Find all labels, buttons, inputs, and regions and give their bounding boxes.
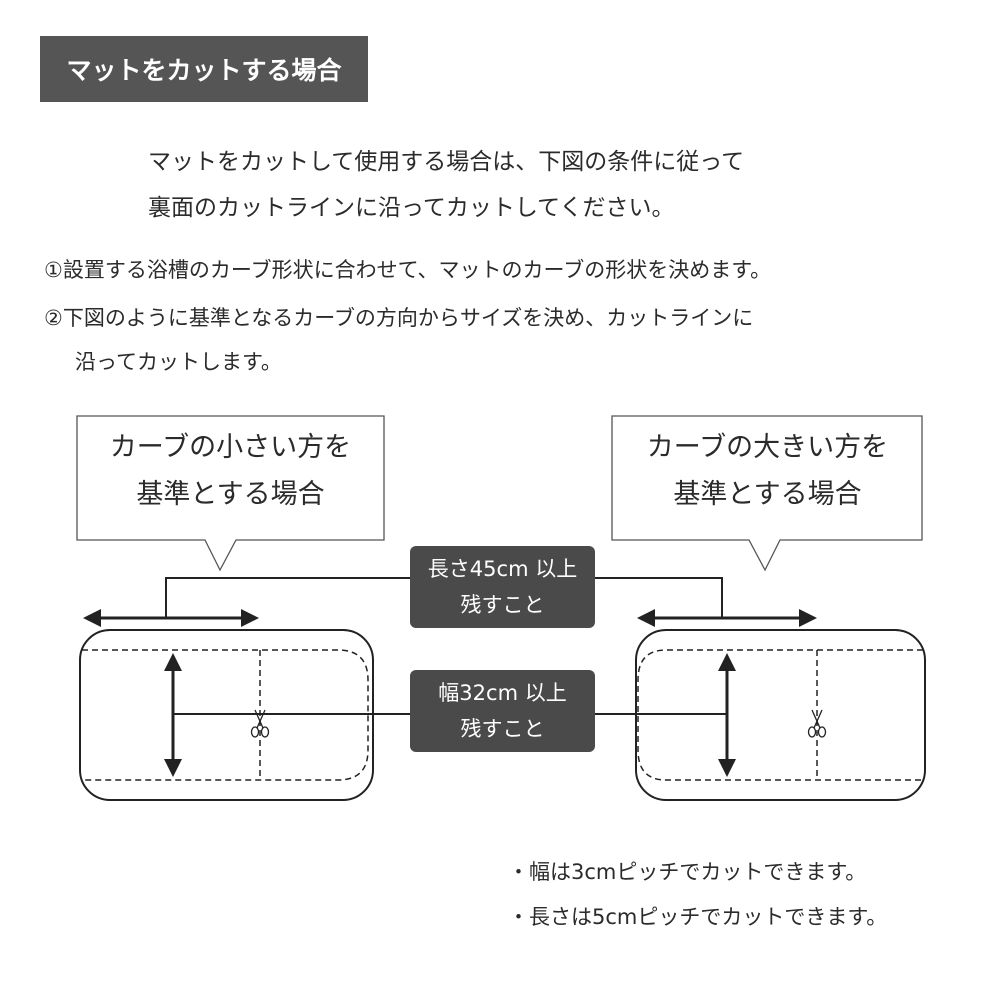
note-width-pitch: ・幅は3cmピッチでカットできます。: [508, 860, 867, 884]
length-leader-left: [165, 577, 410, 618]
callout-left-bubble: [76, 415, 385, 572]
length-tag-line-1: 長さ45cm 以上: [427, 557, 578, 581]
callout-right-line-1: カーブの大きい方を: [646, 432, 889, 463]
step-2: ②下図のように基準となるカーブの方向からサイズを決め、カットラインに: [44, 306, 754, 330]
callout-right-line-2: 基準とする場合: [673, 479, 862, 510]
note-length-pitch: ・長さは5cmピッチでカットできます。: [508, 905, 888, 929]
step-2-cont: 沿ってカットします。: [75, 350, 282, 374]
section-title: マットをカットする場合: [66, 56, 342, 85]
callout-left-line-1: カーブの小さい方を: [109, 432, 352, 463]
callout-right-bubble: [611, 415, 923, 572]
mat-left-cutline: [82, 649, 369, 781]
width-tag-line-1: 幅32cm 以上: [438, 681, 567, 705]
width-tag-line-2: 残すこと: [460, 717, 545, 741]
callout-right: カーブの大きい方を 基準とする場合: [614, 424, 921, 518]
callout-left: カーブの小さい方を 基準とする場合: [77, 424, 384, 518]
width-requirement-tag: 幅32cm 以上 残すこと: [410, 670, 595, 752]
scissors-icon: [250, 709, 270, 738]
callout-left-line-2: 基準とする場合: [136, 479, 325, 510]
length-tag-line-2: 残すこと: [460, 593, 545, 617]
length-requirement-tag: 長さ45cm 以上 残すこと: [410, 546, 595, 628]
section-header: マットをカットする場合: [40, 36, 368, 102]
intro-line-1: マットをカットして使用する場合は、下図の条件に従って: [148, 149, 745, 175]
intro-line-2: 裏面のカットラインに沿ってカットしてください。: [148, 195, 675, 221]
scissors-icon: [807, 709, 827, 738]
length-leader-right: [595, 577, 723, 618]
step-1: ①設置する浴槽のカーブ形状に合わせて、マットのカーブの形状を決めます。: [44, 258, 772, 282]
